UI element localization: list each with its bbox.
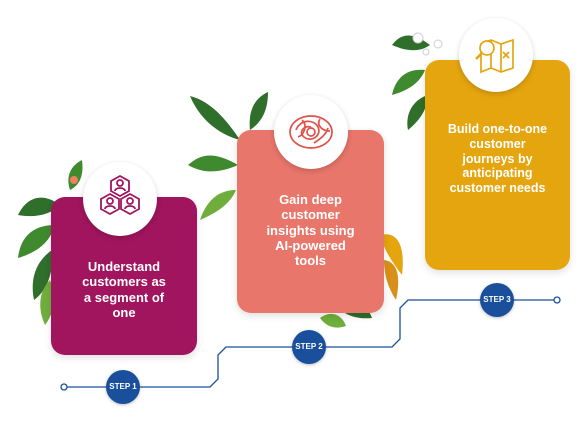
step3-line: anticipating — [462, 166, 533, 181]
step1-line: Understand — [87, 259, 161, 274]
step3-line: Build one-to-one — [447, 122, 548, 136]
step3-badge: STEP 3 — [480, 283, 514, 317]
step1-line: one — [112, 304, 136, 320]
leaves-step1 — [18, 160, 83, 325]
path-end-dot — [553, 296, 561, 304]
step1-icon-circle — [83, 162, 157, 236]
step3-icon-circle — [459, 18, 533, 92]
step3-line: customer needs — [449, 181, 546, 195]
step2-text: Gain deep customer insights using AI-pow… — [237, 192, 384, 269]
step1-badge: STEP 1 — [106, 370, 140, 404]
step3-card: Build one-to-one customer journeys by an… — [425, 60, 570, 270]
step2-badge: STEP 2 — [292, 330, 326, 364]
step2-line: tools — [294, 253, 327, 269]
step2-icon-circle — [274, 95, 348, 169]
step2-line: Gain deep — [279, 192, 342, 207]
brain-swirl-icon — [289, 115, 333, 149]
step2-line: customer — [281, 207, 340, 223]
map-search-icon — [475, 38, 514, 74]
step1-text: Understand customers as a segment of one — [51, 259, 197, 320]
step2-line: AI-powered — [275, 237, 346, 253]
step3-line: journeys by — [462, 151, 533, 166]
step1-line: customers as — [82, 274, 166, 290]
step2-line: insights using — [266, 222, 355, 238]
step2-card: Gain deep customer insights using AI-pow… — [237, 130, 384, 313]
step3-line: customer — [469, 136, 526, 151]
step1-line: a segment of — [83, 289, 165, 305]
leaves-step3 — [392, 32, 443, 142]
people-network-icon — [100, 174, 140, 216]
path-start-dot — [60, 383, 68, 391]
step3-text: Build one-to-one customer journeys by an… — [425, 122, 570, 196]
